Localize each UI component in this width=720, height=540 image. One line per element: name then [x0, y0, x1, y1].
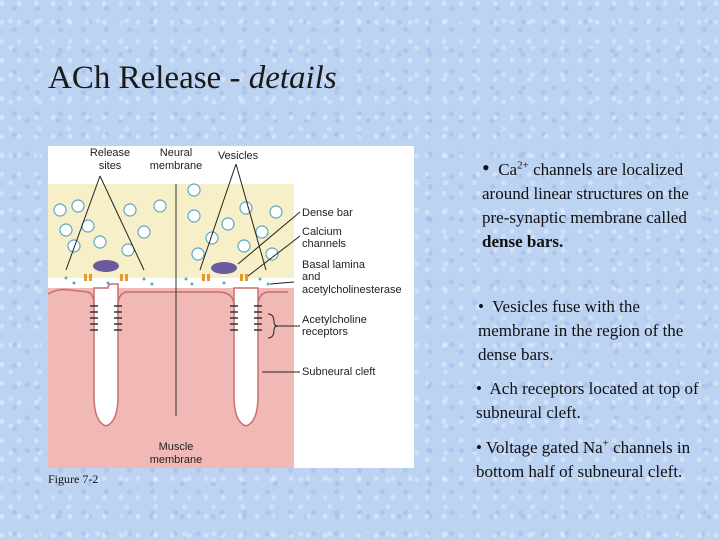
b4-pre: • Voltage gated Na: [476, 438, 603, 457]
b1-post: channels are localized around linear str…: [482, 160, 689, 227]
figure-svg: Release sites Neural membrane Vesicles D…: [48, 147, 402, 468]
basal-lamina-dots: [64, 276, 270, 286]
b1-sup: 2+: [517, 159, 529, 172]
dense-bar-left: [93, 260, 119, 272]
b1-bold: dense bars.: [482, 232, 564, 251]
bullet-dense-bars: • Ca2+ channels are localized around lin…: [482, 156, 702, 254]
label-calcium-2: channels: [302, 238, 347, 250]
label-neural-membrane-1: Neural: [160, 147, 192, 159]
nerve-terminal: [48, 184, 294, 282]
vesicles: [53, 183, 283, 261]
ach-receptors: [90, 305, 262, 331]
muscle-membrane-outline: [48, 288, 288, 307]
b4-post: channels in bottom half of subneural cle…: [476, 438, 691, 481]
bullet-vesicles-fuse: • Vesicles fuse with the membrane in the…: [478, 297, 684, 364]
b4-sup: +: [602, 437, 609, 450]
label-release-sites-1: Release: [90, 147, 130, 159]
b2-text: Vesicles fuse with the membrane in the r…: [478, 297, 684, 364]
title-main: ACh Release -: [48, 60, 249, 96]
calcium-channels: [84, 274, 248, 281]
label-subneural-cleft: Subneural cleft: [302, 366, 375, 378]
leader-lines: [65, 163, 301, 373]
label-ach-receptors-2: receptors: [302, 326, 348, 338]
synaptic-cleft: [48, 278, 294, 288]
neuromuscular-junction-figure: Release sites Neural membrane Vesicles D…: [48, 146, 414, 468]
label-release-sites-2: sites: [99, 160, 122, 172]
label-basal-lamina-3: acetylcholinesterase: [302, 284, 402, 296]
title-italic: details: [248, 60, 337, 96]
label-basal-lamina-2: and: [302, 271, 320, 283]
dense-bar-right: [211, 262, 237, 274]
b3-text: Ach receptors located at top of subneura…: [476, 379, 699, 422]
label-dense-bar: Dense bar: [302, 207, 353, 219]
label-ach-receptors-1: Acetylcholine: [302, 314, 367, 326]
figure-caption: Figure 7-2: [48, 472, 99, 486]
label-neural-membrane-2: membrane: [150, 160, 203, 172]
label-muscle-membrane-2: membrane: [150, 454, 203, 466]
bullet-na-channels: • Voltage gated Na+ channels in bottom h…: [476, 436, 706, 484]
b1-pre: Ca: [498, 160, 518, 179]
label-calcium-1: Calcium: [302, 226, 342, 238]
subneural-fold-left: [93, 283, 119, 427]
bullet-ach-receptors: • Ach receptors located at top of subneu…: [476, 379, 699, 422]
bullet-dot: •: [482, 155, 490, 180]
slide-title: ACh Release - details: [48, 60, 337, 97]
label-muscle-membrane-1: Muscle: [159, 441, 194, 453]
label-basal-lamina-1: Basal lamina: [302, 259, 366, 271]
label-vesicles: Vesicles: [218, 150, 259, 162]
subneural-fold-right: [233, 287, 259, 427]
